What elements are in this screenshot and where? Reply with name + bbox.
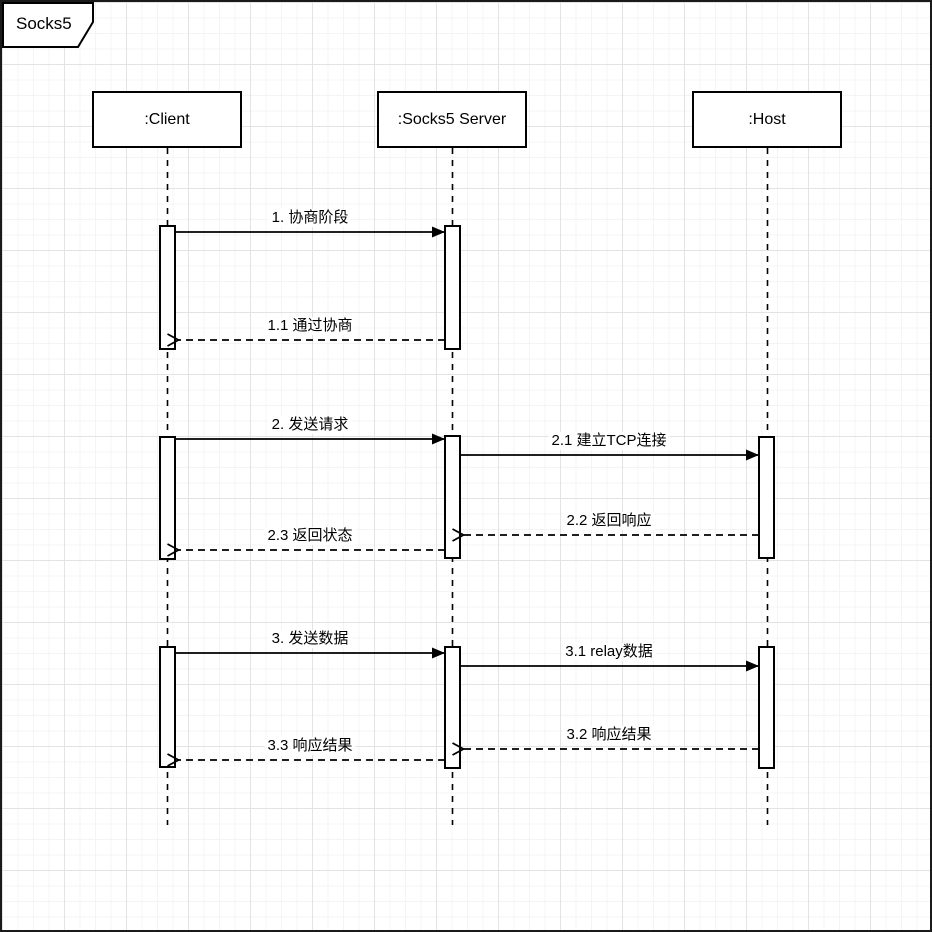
lifeline-head-server: :Socks5 Server [377, 91, 527, 148]
activation-bar-client-2 [159, 436, 176, 560]
message-label-1-1: 1.1 通过协商 [264, 317, 356, 335]
message-label-1: 1. 协商阶段 [268, 209, 352, 227]
frame-title: Socks5 [16, 14, 72, 33]
message-label-3-2: 3.2 响应结果 [563, 726, 655, 744]
lifeline-label-host: :Host [748, 110, 786, 128]
activation-bar-client-3 [159, 646, 176, 768]
lifeline-label-server: :Socks5 Server [397, 110, 507, 128]
message-label-3-1: 3.1 relay数据 [562, 643, 656, 661]
activation-bar-server-3 [444, 646, 461, 769]
message-label-3: 3. 发送数据 [268, 630, 352, 648]
message-label-3-3: 3.3 响应结果 [264, 737, 356, 755]
lifeline-label-client: :Client [144, 110, 190, 128]
activation-bar-host-2 [758, 436, 775, 559]
message-label-2-3: 2.3 返回状态 [264, 527, 356, 545]
activation-bar-server-2 [444, 435, 461, 559]
message-label-2-2: 2.2 返回响应 [563, 512, 655, 530]
activation-bar-client-1 [159, 225, 176, 350]
activation-bar-server-1 [444, 225, 461, 350]
lifeline-head-client: :Client [92, 91, 242, 148]
message-label-2-1: 2.1 建立TCP连接 [548, 432, 670, 450]
lifeline-head-host: :Host [692, 91, 842, 148]
activation-bar-host-3 [758, 646, 775, 769]
message-label-2: 2. 发送请求 [268, 416, 352, 434]
